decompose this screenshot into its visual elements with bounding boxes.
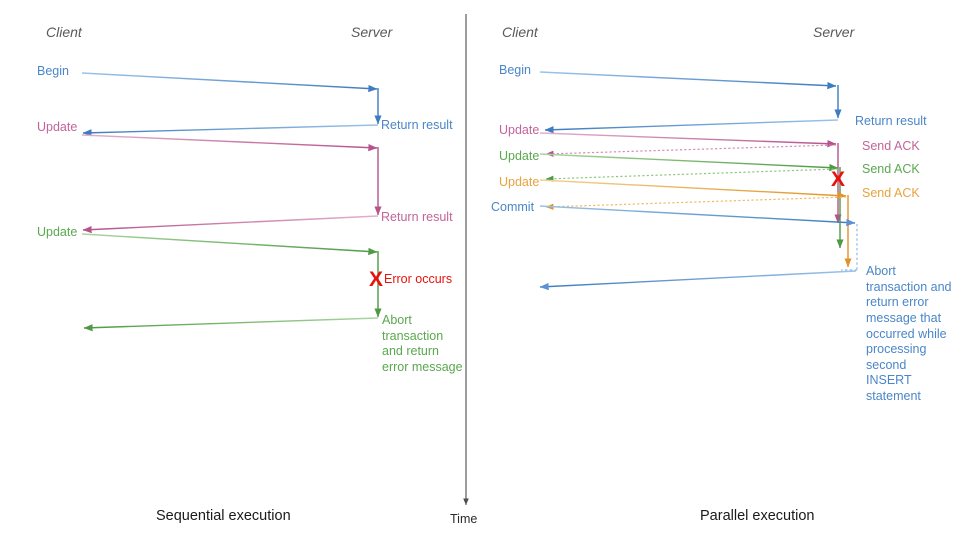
message-label-par-ack-2: Send ACK <box>862 162 920 176</box>
arrow-seq-return-result-1 <box>82 124 379 137</box>
message-label-seq-abort: Abort transaction and return error messa… <box>382 313 463 374</box>
lane-title-server-sequential: Server <box>351 24 393 40</box>
arrow-par-ack-3 <box>545 196 847 210</box>
arrow-par-update-1 <box>539 132 842 224</box>
message-label-seq-return-result-2: Return result <box>381 210 453 224</box>
message-label-seq-update-2: Update <box>37 225 78 239</box>
arrow-seq-begin <box>81 72 382 125</box>
lane-title-server-parallel: Server <box>813 24 855 40</box>
error-x-icon-parallel: X <box>831 168 846 191</box>
panel-sequential-arrows <box>81 72 382 332</box>
lane-title-client-parallel: Client <box>502 24 538 40</box>
message-label-seq-update-1: Update <box>37 120 78 134</box>
arrow-par-update-3 <box>539 179 852 268</box>
lane-title-client-sequential: Client <box>46 24 82 40</box>
arrow-par-begin <box>539 71 842 119</box>
message-label-par-update-1: Update <box>499 123 540 137</box>
panel-parallel-arrows <box>539 71 858 291</box>
arrow-par-update-2 <box>539 153 844 249</box>
message-label-par-update-3: Update <box>499 175 540 189</box>
arrow-par-ack-1 <box>545 144 837 157</box>
message-label-par-ack-1: Send ACK <box>862 139 920 153</box>
arrow-par-commit <box>539 205 858 271</box>
message-label-seq-begin: Begin <box>37 64 69 78</box>
arrow-seq-return-result-2 <box>82 215 379 234</box>
panel-caption-parallel: Parallel execution <box>700 508 815 524</box>
panel-caption-sequential: Sequential execution <box>156 508 291 524</box>
arrow-seq-update-2 <box>81 233 382 318</box>
error-x-icon-sequential: X <box>369 268 384 291</box>
arrow-seq-update-1 <box>81 134 382 216</box>
arrow-par-abort <box>539 270 857 291</box>
arrow-par-return-result <box>544 119 839 134</box>
arrow-seq-abort <box>83 317 379 332</box>
message-label-par-begin: Begin <box>499 63 531 77</box>
message-label-par-abort: Abort transaction and return error messa… <box>866 264 952 403</box>
message-label-par-update-2: Update <box>499 149 540 163</box>
message-label-seq-error-occurs: Error occurs <box>384 272 453 286</box>
time-axis-label: Time <box>450 512 478 526</box>
arrow-par-ack-2 <box>545 168 839 182</box>
message-label-par-return-result: Return result <box>855 114 927 128</box>
message-label-par-commit: Commit <box>491 200 535 214</box>
message-label-par-ack-3: Send ACK <box>862 186 920 200</box>
message-label-seq-return-result-1: Return result <box>381 118 453 132</box>
